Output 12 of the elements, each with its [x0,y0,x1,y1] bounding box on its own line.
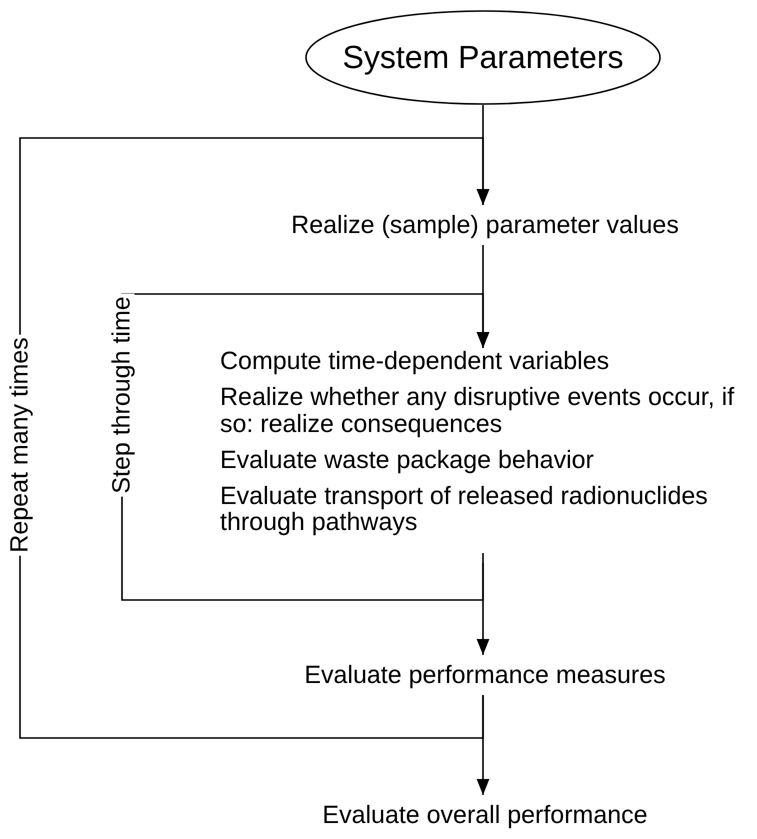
step-label: Evaluate performance measures [304,662,666,688]
arrow [476,553,490,655]
step-label: Evaluate transport of released radionuclides through pathways [220,483,709,536]
step-label: Realize (sample) parameter values [291,212,679,238]
step-label: System Parameters [342,40,624,74]
edge-label: Repeat many times [8,334,32,556]
step-label: Evaluate overall performance [322,802,648,828]
ellipse-node [305,10,661,105]
step-label: Realize whether any disruptive events occur, if so: realize consequences [220,384,736,437]
step-label: Compute time-dependent variables [220,348,610,374]
step-label: Evaluate waste package behavior [220,446,594,473]
edge-label: Step through time [110,293,134,497]
